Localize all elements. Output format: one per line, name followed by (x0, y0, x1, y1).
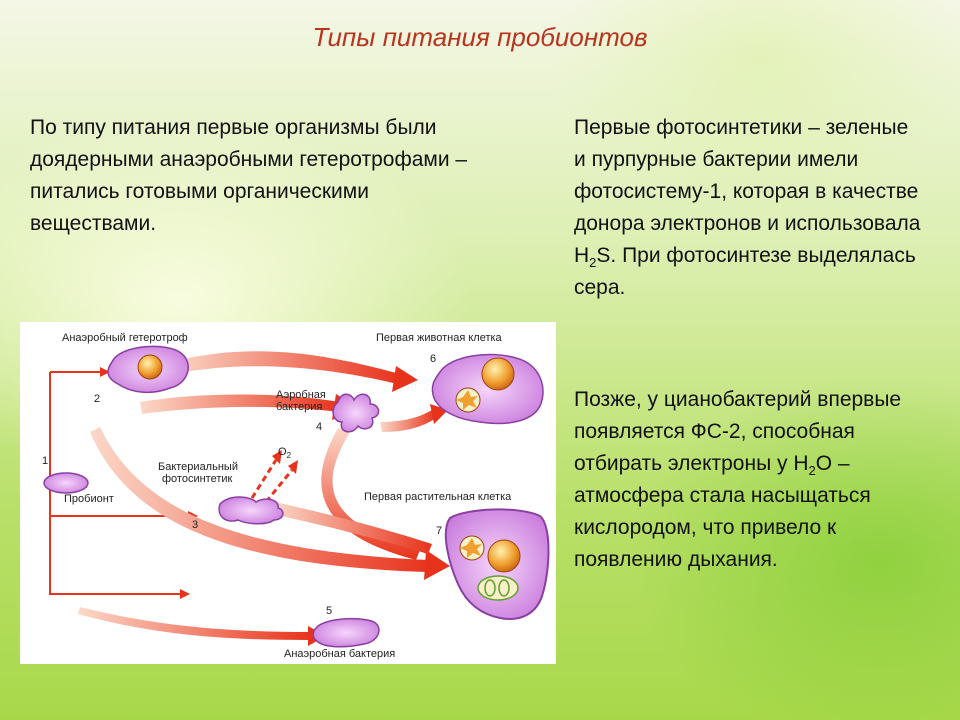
oxygen-sub: 2 (287, 451, 292, 460)
plant-cell-organelle-star (460, 538, 482, 558)
number-7: 7 (436, 525, 442, 537)
oxygen-dashed-arrow (264, 469, 294, 503)
arrowhead (272, 450, 282, 464)
label-bacterial-photosynthetic-line1: Бактериальный (158, 461, 238, 473)
label-aerobic-line1: Аэробная (276, 389, 326, 401)
oxygen-dashed-arrow (250, 459, 278, 499)
number-1: 1 (42, 455, 48, 467)
number-5: 5 (326, 605, 332, 617)
heterotroph-nucleus (137, 354, 163, 380)
label-anaerobic-bacterium: Анаэробная бактерия (284, 648, 395, 660)
label-oxygen: O2 (278, 446, 292, 460)
arrowhead (180, 589, 190, 599)
label-first-animal-cell: Первая животная клетка (376, 332, 503, 344)
arrowhead (392, 366, 418, 392)
p2-subscript: 2 (808, 463, 816, 479)
p1-text-b: S. При фотосинтезе выделялась сера. (574, 244, 916, 299)
plant-cell-nucleus (487, 539, 521, 573)
evolution-diagram: Анаэробный гетеротроф Первая животная кл… (20, 322, 556, 664)
arrow-lower-to-plant-cell (90, 427, 430, 572)
animal-cell-nucleus (481, 357, 515, 391)
chloroplast-thylakoid (484, 579, 496, 597)
probiont-cell (43, 472, 89, 494)
plant-cell-chloroplast (477, 575, 519, 601)
arrowhead (100, 367, 110, 377)
label-anaerobic-heterotroph: Анаэробный гетеротроф (62, 332, 188, 344)
diagram-svg: Анаэробный гетеротроф Первая животная кл… (42, 332, 550, 660)
right-paragraph-cyanobacteria: Позже, у цианобактерий впервые появляетс… (574, 384, 924, 576)
p2-text-a: Позже, у цианобактерий впервые появляетс… (574, 388, 902, 475)
number-3: 3 (192, 519, 198, 531)
arrow-to-animal-cell (170, 351, 400, 384)
number-2: 2 (94, 393, 100, 405)
p1-subscript: 2 (589, 255, 597, 271)
number-4: 4 (316, 421, 322, 433)
arrow-to-anaerobic-bacterium (78, 607, 310, 640)
slide-title: Типы питания пробионтов (312, 22, 648, 52)
number-6: 6 (430, 353, 436, 365)
anaerobic-bacterium-cell (312, 617, 380, 648)
p1-text-a: Первые фотосинтетики – зеленые и пурпурн… (574, 116, 921, 267)
left-paragraph: По типу питания первые организмы были до… (30, 116, 468, 235)
label-bacterial-photosynthetic-line2: фотосинтетик (162, 473, 233, 485)
aerobic-bacterium-cell (332, 393, 380, 433)
p2-text-b: O – атмосфера стала насыщаться кислородо… (574, 452, 871, 571)
oxygen-o: O (278, 446, 287, 458)
label-aerobic-line2: бактерия (276, 401, 322, 413)
arrow-photosynthetic-to-plant-cell (272, 502, 432, 554)
arrowhead (288, 460, 298, 474)
right-paragraph-photosynthetics: Первые фотосинтетики – зеленые и пурпурн… (574, 112, 924, 304)
bacterial-photosynthetic-cell (218, 496, 284, 525)
arrow-to-aerobic-bacterium (140, 394, 340, 414)
arrow-aerobic-to-animal-cell (380, 410, 436, 432)
label-probiont: Пробионт (64, 493, 114, 505)
chloroplast-thylakoid (498, 579, 510, 597)
probiont-trunk-line (49, 372, 180, 595)
arrowhead (424, 550, 450, 580)
label-first-plant-cell: Первая растительная клетка (364, 491, 512, 503)
animal-cell-organelle-star (456, 390, 478, 410)
